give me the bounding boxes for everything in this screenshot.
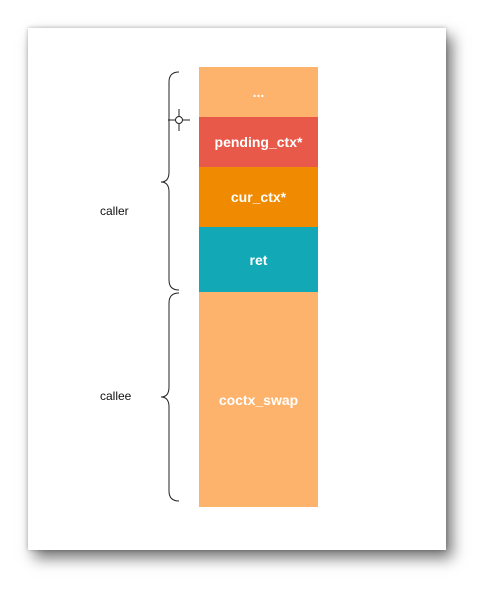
stack-block-cur-ctx: cur_ctx* [199, 167, 318, 227]
callee-brace [160, 292, 180, 502]
crosshair-cursor-icon [168, 109, 190, 131]
stack-block-coctx-swap: coctx_swap [199, 292, 318, 507]
caller-brace [160, 71, 180, 291]
caller-label: caller [100, 204, 129, 218]
stack-block-ellipsis: ... [199, 67, 318, 117]
stack-block-ret: ret [199, 227, 318, 292]
stack-block-pending-ctx: pending_ctx* [199, 117, 318, 167]
callee-label: callee [100, 389, 132, 403]
